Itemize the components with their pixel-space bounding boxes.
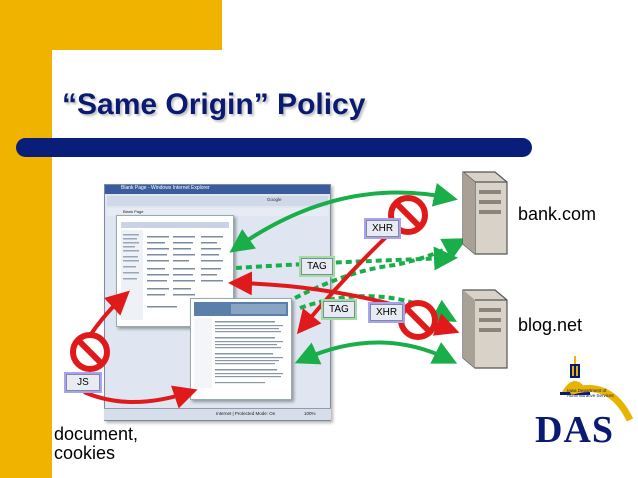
browser-status-text: Internet | Protected Mode: On: [216, 411, 276, 416]
browser-tab: Blank Page: [123, 209, 144, 214]
arrow-bank-top: [229, 182, 458, 253]
das-logo-text: DAS: [535, 409, 615, 451]
server-icon: [462, 171, 508, 255]
arrow-red-js-down: [83, 385, 198, 409]
blog-label: blog.net: [518, 315, 583, 335]
blog-page-content: [194, 302, 288, 388]
arrow-blog-bottom: [294, 340, 458, 365]
browser-titlebar: Blank Page - Windows Internet Explorer: [105, 185, 330, 194]
browser-window-title: Blank Page - Windows Internet Explorer: [121, 185, 210, 191]
browser-statusbar: Internet | Protected Mode: On 100%: [104, 408, 331, 420]
cookies-label: cookies: [54, 443, 116, 463]
prohibited-icon: [398, 300, 438, 340]
browser-tab-bar: Blank Page: [107, 208, 328, 216]
tag-label-top: TAG: [301, 258, 333, 275]
das-subtitle: Iowa Department of Administrative Servic…: [567, 388, 614, 398]
browser-zoom: 100%: [304, 411, 316, 416]
accent-bar-side: [0, 0, 52, 478]
logo-swoosh: [568, 385, 634, 422]
arrow-tag-dashed-bank: [235, 246, 458, 271]
slide-title: “Same Origin” Policy: [62, 88, 366, 121]
prohibited-icon: [388, 195, 428, 235]
bank-label: bank.com: [518, 204, 597, 224]
arrow-tag-dashed-blog: [294, 238, 468, 300]
xhr-tag-top: XHR: [366, 220, 400, 237]
js-tag: JS: [66, 374, 100, 391]
prohibited-icon: [70, 332, 110, 372]
blog-page-thumbnail: [190, 298, 292, 400]
tag-label-mid: TAG: [323, 301, 355, 318]
xhr-tag-mid: XHR: [370, 304, 404, 321]
document-label: document,: [54, 424, 139, 444]
title-underline-bar: [16, 138, 532, 157]
server-icon: [462, 289, 508, 369]
